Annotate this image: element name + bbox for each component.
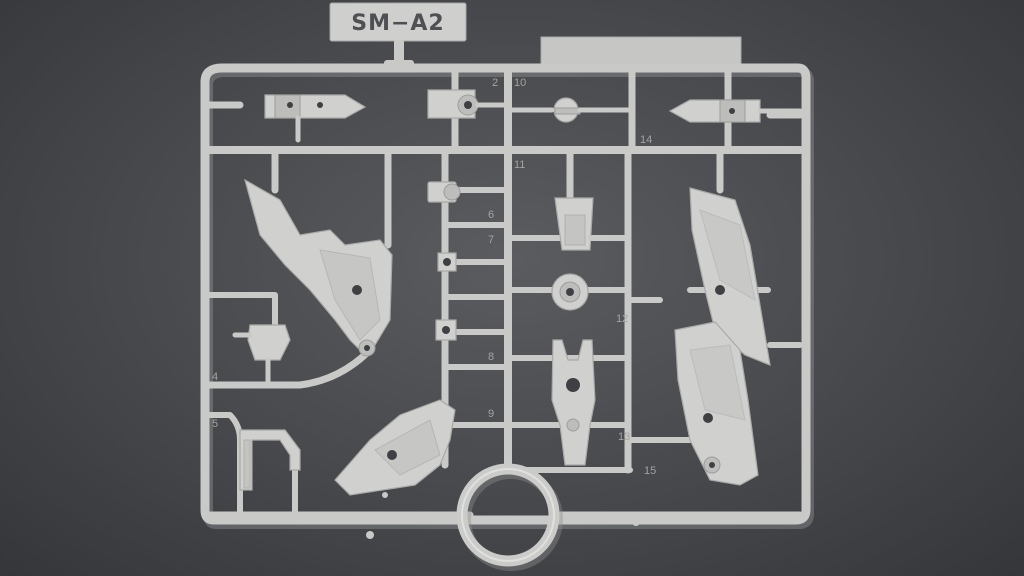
part-number-label: 8 xyxy=(488,351,494,363)
part-connector-block xyxy=(427,89,511,119)
part-number-label: 7 xyxy=(488,234,494,246)
part-number-label: 5 xyxy=(212,418,218,430)
part-small-cube-upper xyxy=(437,252,457,272)
part-lower-armor-panel xyxy=(334,399,456,496)
part-number-label: 14 xyxy=(640,134,652,146)
part-number-label: 4 xyxy=(212,371,218,383)
part-top-left-cylinder xyxy=(264,94,367,143)
part-number-label: 12 xyxy=(616,313,628,325)
part-bracket xyxy=(239,429,301,491)
part-center-ring xyxy=(551,273,589,311)
part-center-block xyxy=(509,197,631,251)
part-number-label: 11 xyxy=(514,159,525,171)
part-number-label: 10 xyxy=(514,77,526,89)
part-number-label: 15 xyxy=(644,465,656,477)
part-top-right-cylinder xyxy=(668,99,803,123)
part-number-label: 13 xyxy=(618,431,630,443)
sprue-ring xyxy=(456,463,563,571)
sprue-name-tag: SM−A2 xyxy=(329,2,467,68)
part-number-label: 6 xyxy=(488,209,494,221)
part-ball-joint xyxy=(505,97,635,123)
part-number-labels: 2 10 11 6 7 12 8 9 13 14 15 4 5 xyxy=(212,77,656,477)
part-number-label: 2 xyxy=(492,77,498,89)
part-number-label: 9 xyxy=(488,408,494,420)
part-right-armor-lower xyxy=(674,321,759,486)
sprue-code-label: SM−A2 xyxy=(351,11,445,36)
part-center-leg xyxy=(551,339,596,466)
part-right-armor-upper xyxy=(689,187,771,366)
gate-nubs xyxy=(366,492,640,539)
part-small-cylinder xyxy=(427,181,461,203)
part-small-cube-lower xyxy=(435,319,457,341)
part-left-armor-panel xyxy=(244,178,393,357)
part-left-joint xyxy=(232,324,291,388)
